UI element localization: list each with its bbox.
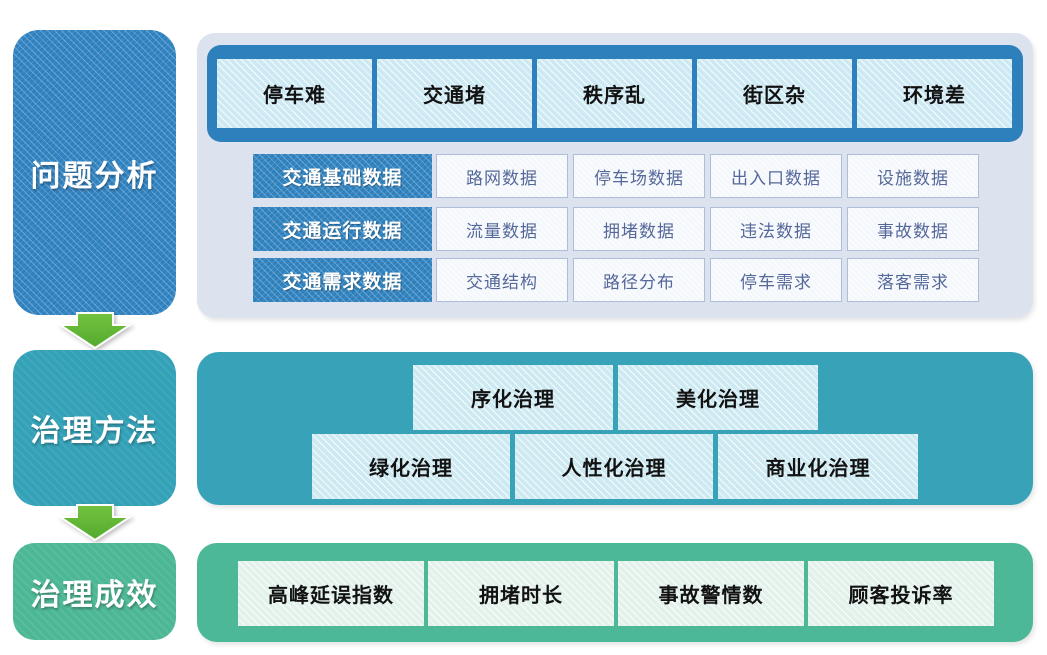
stage-effect-label: 治理成效 — [30, 577, 159, 613]
data-cell: 停车需求 — [710, 258, 842, 302]
method-box: 商业化治理 — [718, 434, 918, 499]
stage-problem-analysis: 问题分析 — [13, 30, 176, 315]
data-cell-label: 路网数据 — [466, 168, 538, 189]
problem-item-label: 秩序乱 — [583, 83, 646, 107]
governance-method-panel: 序化治理 美化治理 绿化治理 人性化治理 商业化治理 — [197, 352, 1033, 505]
method-label: 商业化治理 — [765, 456, 871, 480]
data-cell-label: 流量数据 — [466, 221, 538, 242]
problem-item: 交通堵 — [377, 59, 532, 128]
data-category-label: 交通基础数据 — [282, 166, 403, 189]
method-label: 美化治理 — [676, 387, 760, 411]
method-box: 人性化治理 — [515, 434, 713, 499]
data-category-label: 交通需求数据 — [282, 270, 403, 293]
data-cell-label: 出入口数据 — [731, 168, 821, 189]
data-cell: 出入口数据 — [710, 154, 842, 198]
data-cell: 事故数据 — [847, 207, 979, 251]
problem-item: 停车难 — [217, 59, 372, 128]
down-arrow-icon — [58, 504, 132, 542]
method-label: 人性化治理 — [561, 456, 667, 480]
data-cell-label: 落客需求 — [877, 272, 949, 293]
problem-item-label: 环境差 — [903, 83, 966, 107]
data-cell-label: 路径分布 — [603, 272, 675, 293]
problem-item: 街区杂 — [697, 59, 852, 128]
data-cell-label: 交通结构 — [466, 272, 538, 293]
metric-label: 拥堵时长 — [479, 583, 563, 607]
problem-item-label: 交通堵 — [423, 83, 486, 107]
governance-effect-panel: 高峰延误指数 拥堵时长 事故警情数 顾客投诉率 — [197, 543, 1033, 642]
data-cell: 路径分布 — [573, 258, 705, 302]
data-cell: 停车场数据 — [573, 154, 705, 198]
stage-method-label: 治理方法 — [30, 414, 159, 449]
data-category-demand: 交通需求数据 — [253, 258, 432, 302]
metric-box: 高峰延误指数 — [238, 561, 424, 626]
data-cell: 落客需求 — [847, 258, 979, 302]
stage-governance-effect: 治理成效 — [13, 543, 176, 640]
data-cell-label: 事故数据 — [877, 221, 949, 242]
data-category-label: 交通运行数据 — [282, 219, 403, 242]
problem-item-label: 停车难 — [263, 83, 326, 107]
data-cell-label: 拥堵数据 — [603, 221, 675, 242]
problem-item-label: 街区杂 — [743, 83, 806, 107]
data-cell-label: 停车场数据 — [594, 168, 684, 189]
stage-governance-method: 治理方法 — [13, 350, 176, 506]
method-box: 序化治理 — [413, 365, 613, 430]
data-cell: 拥堵数据 — [573, 207, 705, 251]
data-cell: 设施数据 — [847, 154, 979, 198]
down-arrow-icon — [58, 312, 132, 350]
metric-label: 事故警情数 — [658, 583, 764, 607]
data-cell-label: 设施数据 — [877, 168, 949, 189]
metric-label: 高峰延误指数 — [268, 583, 394, 607]
metric-box: 事故警情数 — [618, 561, 804, 626]
data-cell-label: 违法数据 — [740, 221, 812, 242]
data-cell: 交通结构 — [436, 258, 568, 302]
method-label: 绿化治理 — [369, 456, 453, 480]
problem-analysis-panel: 停车难 交通堵 秩序乱 街区杂 环境差 交通基础数据 路网数据 停车场数据 出入… — [197, 33, 1033, 318]
problem-item: 秩序乱 — [537, 59, 692, 128]
data-category-operation: 交通运行数据 — [253, 207, 432, 251]
metric-box: 拥堵时长 — [428, 561, 614, 626]
stage-problem-label: 问题分析 — [30, 158, 159, 194]
metric-box: 顾客投诉率 — [808, 561, 994, 626]
data-category-basic: 交通基础数据 — [253, 154, 432, 198]
method-box: 美化治理 — [618, 365, 818, 430]
method-label: 序化治理 — [471, 387, 555, 411]
data-cell: 违法数据 — [710, 207, 842, 251]
method-box: 绿化治理 — [312, 434, 510, 499]
metric-label: 顾客投诉率 — [848, 583, 954, 607]
problem-item: 环境差 — [857, 59, 1012, 128]
problem-summary-bar: 停车难 交通堵 秩序乱 街区杂 环境差 — [207, 45, 1023, 142]
data-cell-label: 停车需求 — [740, 272, 812, 293]
data-cell: 流量数据 — [436, 207, 568, 251]
data-cell: 路网数据 — [436, 154, 568, 198]
